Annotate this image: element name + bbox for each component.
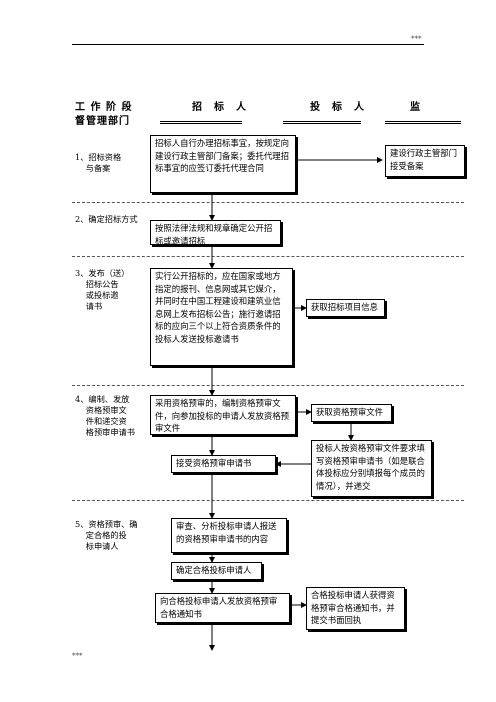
stage-5-label: 5、资格预审、确 定合格的投 标申请人 — [75, 519, 138, 551]
bidder-receipt-box: 合格投标申请人获得资格预审合格通知书，并提交书面回执 — [306, 587, 405, 630]
bidder-get-prequal-box: 获取资格预审文件 — [311, 404, 392, 422]
column-header-stage: 工 作 阶 段 — [75, 102, 133, 113]
stage-separator — [72, 202, 464, 203]
review-application-box: 审查、分析投标申请人报送的资格预审申请书的内容 — [171, 518, 287, 553]
prequal-docs-box: 采用资格预审的，编制资格预审文件，向参加投标的申请人发放资格预审文件 — [150, 395, 296, 435]
bidding-method-box: 按照法律法规和规章确定公开招标或邀请招标 — [150, 220, 281, 246]
bidder-underline — [283, 121, 361, 124]
stage-separator — [72, 256, 464, 257]
column-header-supervisor-cont: 督管理部门 — [75, 116, 130, 127]
header-rule — [72, 44, 424, 45]
tenderee-filing-box: 招标人自行办理招标事宜，按规定向建设行政主管部门备案；委托代理招标事宜的应签订委… — [150, 135, 296, 193]
column-header-bidder: 投 标 人 — [310, 102, 365, 113]
bidder-get-info-box: 获取招标项目信息 — [306, 299, 385, 317]
accept-application-box: 接受资格预审申请书 — [171, 455, 276, 473]
confirm-qualified-box: 确定合格投标申请人 — [171, 562, 262, 580]
supervisor-filing-box: 建设行政主管部门接受备案 — [385, 145, 465, 177]
footer-mark: *** — [72, 652, 83, 660]
stage-2-label: 2、确定招标方式 — [75, 214, 138, 224]
issue-notice-box: 向合格投标申请人发放资格预审合格通知书 — [155, 593, 290, 623]
bidder-fill-application-box: 投标人按资格预审文件要求填写资格预审申请书（如是联合体投标应分别填报每个成员的情… — [311, 440, 432, 497]
stage-4-label: 4、编制、发放 资格预审文 件和递交资 格预审申请书 — [75, 394, 135, 437]
tenderee-underline — [160, 121, 242, 124]
stage-3-label: 3、发布（送） 招标公告 或投标邀 请书 — [75, 268, 130, 311]
supervisor-underline — [385, 121, 461, 124]
column-header-supervisor: 监 — [410, 102, 421, 113]
tender-notice-box: 实行公开招标的，应在国家或地方指定的报刊、信息网或其它媒介，并同时在中国工程建设… — [150, 268, 293, 366]
stage-separator — [72, 385, 464, 386]
stage-separator — [72, 500, 464, 501]
stage-1-label: 1、招标资格 与备案 — [75, 152, 122, 173]
header-mark: *** — [411, 35, 422, 43]
column-header-tenderee: 招 标 人 — [192, 102, 247, 113]
